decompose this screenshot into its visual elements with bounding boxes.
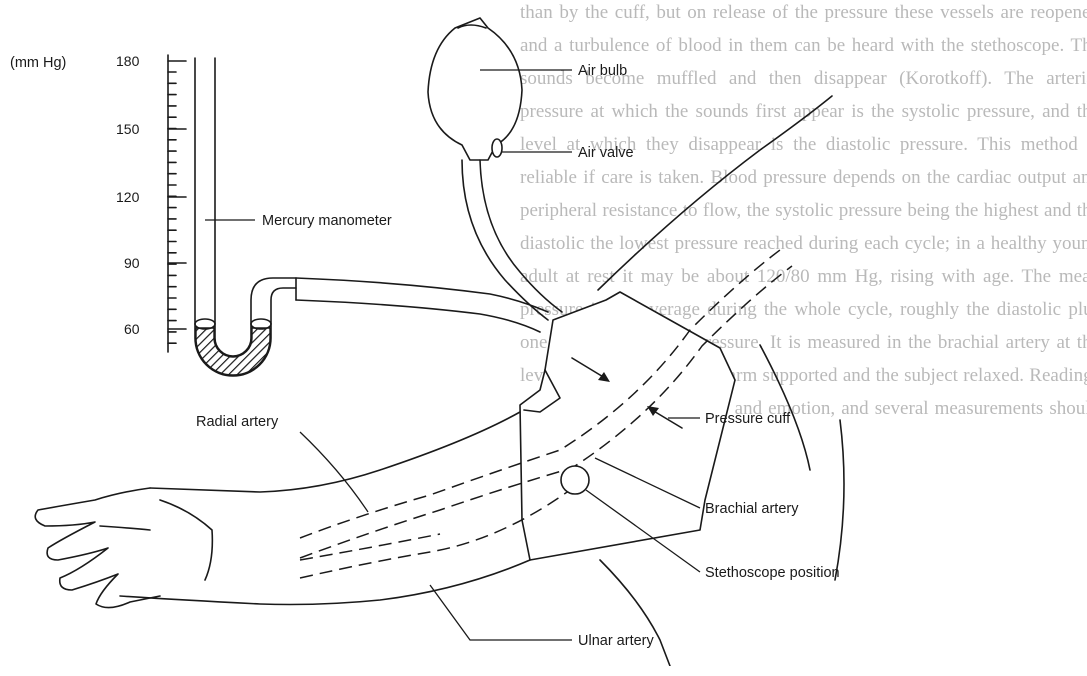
artery-radial-line	[300, 534, 440, 560]
finger-crease	[100, 526, 150, 530]
shoulder-line	[598, 96, 832, 290]
label-radial-artery: Radial artery	[196, 414, 279, 430]
scale-tick-label: 90	[124, 255, 140, 271]
mercury-column	[196, 328, 270, 375]
label-pressure-cuff: Pressure cuff	[705, 411, 791, 427]
palm-crease	[160, 500, 212, 580]
scale-unit-label: (mm Hg)	[10, 55, 66, 71]
scale-tick-label: 60	[124, 321, 140, 337]
bulb-hose-left	[462, 160, 548, 320]
forearm-bottom	[120, 560, 530, 605]
pressure-scale: (mm Hg) 180 150 120 90 60	[10, 53, 186, 352]
manometer-hose-bottom	[296, 300, 540, 332]
label-brachial-artery: Brachial artery	[705, 501, 799, 517]
leader-ulnar-artery	[430, 585, 572, 640]
leader-radial-artery	[300, 432, 368, 512]
elbow	[600, 560, 670, 666]
upper-arm-inner	[760, 345, 810, 470]
stethoscope-position-marker	[561, 466, 589, 494]
air-valve	[492, 139, 502, 157]
label-ulnar-artery: Ulnar artery	[578, 633, 654, 649]
label-stethoscope-position: Stethoscope position	[705, 565, 840, 581]
scale-tick-label: 180	[116, 53, 140, 69]
air-bulb-assembly	[428, 18, 562, 320]
air-bulb	[428, 18, 522, 160]
scale-tick-label: 150	[116, 121, 140, 137]
manometer-tube-inner	[215, 58, 296, 356]
diagram-labels: Air bulb Air valve Mercury manometer Pre…	[196, 63, 840, 649]
upper-arm-back	[835, 420, 844, 580]
label-air-bulb: Air bulb	[578, 63, 627, 79]
manometer-hose-top	[296, 278, 548, 312]
bulb-hose-right	[480, 160, 562, 312]
label-air-valve: Air valve	[578, 145, 634, 161]
label-mercury-manometer: Mercury manometer	[262, 213, 392, 229]
scale-minor-ticks	[168, 72, 176, 343]
scale-tick-label: 120	[116, 189, 140, 205]
hand	[35, 488, 160, 608]
